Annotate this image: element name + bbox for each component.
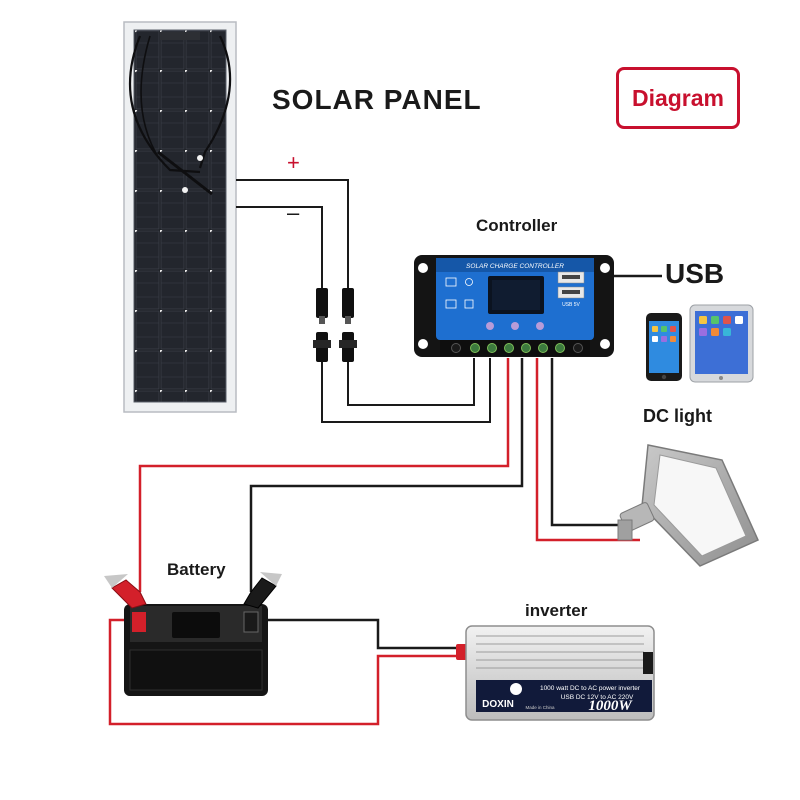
smartphone-icon	[646, 313, 682, 381]
inverter-brand-text: DOXIN	[482, 699, 514, 710]
inverter-rating-text: 1000W	[588, 698, 633, 714]
tablet-icon	[689, 304, 754, 383]
panel-wires	[236, 179, 491, 423]
dc-light-label: DC light	[643, 406, 712, 426]
solar-panel-title: SOLAR PANEL	[272, 84, 482, 115]
controller-usb-text: USB 5V	[562, 302, 580, 308]
diagram-badge: Diagram	[616, 67, 740, 129]
battery-wires	[138, 358, 524, 592]
battery-label: Battery	[167, 560, 226, 579]
battery-icon	[124, 604, 268, 696]
controller-label: Controller	[476, 216, 558, 235]
floodlight-icon	[617, 444, 759, 567]
negative-terminal-symbol: –	[287, 200, 300, 225]
charge-controller-icon: SOLAR CHARGE CONTROLLER USB 5V	[414, 255, 614, 357]
mc4-connector-icon	[313, 288, 357, 362]
inverter-voltage-text: USB DC 12V to AC 220V	[561, 694, 634, 701]
alligator-clip-icon	[104, 572, 282, 609]
controller-header-text: SOLAR CHARGE CONTROLLER	[466, 263, 564, 270]
solar-panel-icon	[123, 21, 237, 413]
inverter-label: inverter	[525, 601, 588, 620]
inverter-spec-text: 1000 watt DC to AC power inverter	[540, 685, 641, 692]
light-wires	[535, 358, 640, 542]
inverter-origin-text: Made in China	[525, 705, 555, 710]
power-inverter-icon: 1000 watt DC to AC power inverter USB DC…	[465, 625, 655, 721]
positive-terminal-symbol: +	[287, 150, 300, 175]
usb-label: USB	[665, 258, 725, 289]
